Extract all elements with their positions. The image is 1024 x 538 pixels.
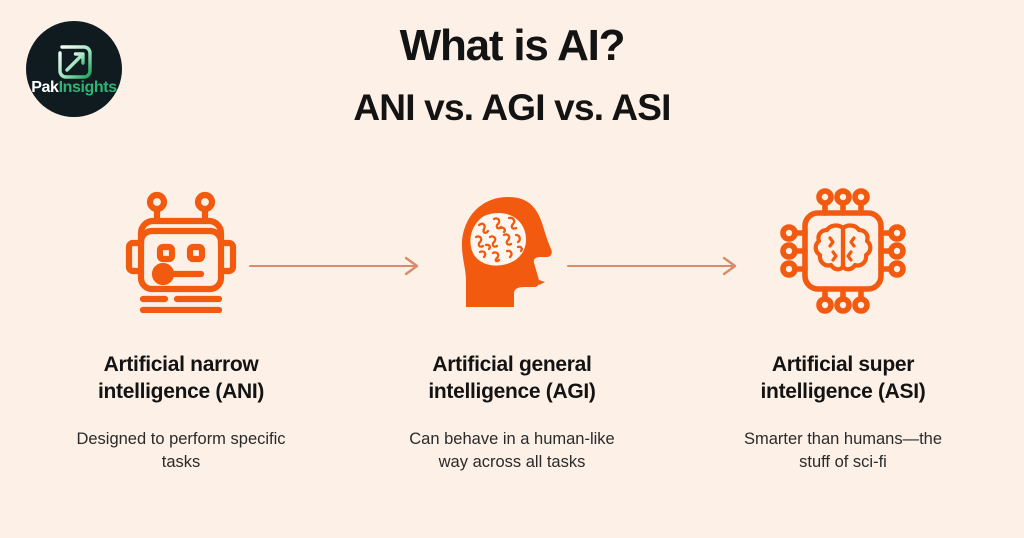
concept-description-ani: Designed to perform specific tasks — [76, 429, 286, 471]
logo-text-insights: Insights — [58, 78, 118, 96]
logo-wordmark: PakInsights — [31, 78, 118, 96]
concept-heading-agi: Artificial general intelligence (AGI) — [428, 353, 596, 403]
concept-heading-ani: Artificial narrow intelligence (ANI) — [97, 353, 265, 403]
icon-container-ani — [119, 186, 243, 316]
icon-container-agi — [452, 186, 572, 316]
human-head-brain-icon — [462, 197, 552, 307]
robot-head-icon — [125, 191, 237, 313]
concept-column-asi: Artificial super intelligence (ASI) Smar… — [704, 186, 982, 473]
concept-columns: Artificial narrow intelligence (ANI) Des… — [0, 186, 1024, 473]
logo-text-pak: Pak — [31, 78, 59, 96]
arrow-agi-to-asi-icon — [566, 256, 737, 276]
concept-description-asi: Smarter than humans—the stuff of sci-fi — [743, 429, 943, 471]
page-title: What is AI? — [399, 21, 626, 70]
brand-logo: PakInsights — [26, 21, 122, 117]
icon-container-asi — [780, 186, 906, 316]
chip-brain-icon — [780, 188, 906, 314]
concept-description-agi: Can behave in a human-like way across al… — [409, 429, 615, 471]
arrow-ani-to-agi-icon — [248, 256, 419, 276]
concept-column-ani: Artificial narrow intelligence (ANI) Des… — [42, 186, 320, 473]
concept-column-agi: Artificial general intelligence (AGI) Ca… — [373, 186, 651, 473]
rounded-square-arrow-icon — [58, 44, 92, 79]
page-subtitle: ANI vs. AGI vs. ASI — [353, 87, 671, 128]
concept-heading-asi: Artificial super intelligence (ASI) — [760, 353, 926, 403]
